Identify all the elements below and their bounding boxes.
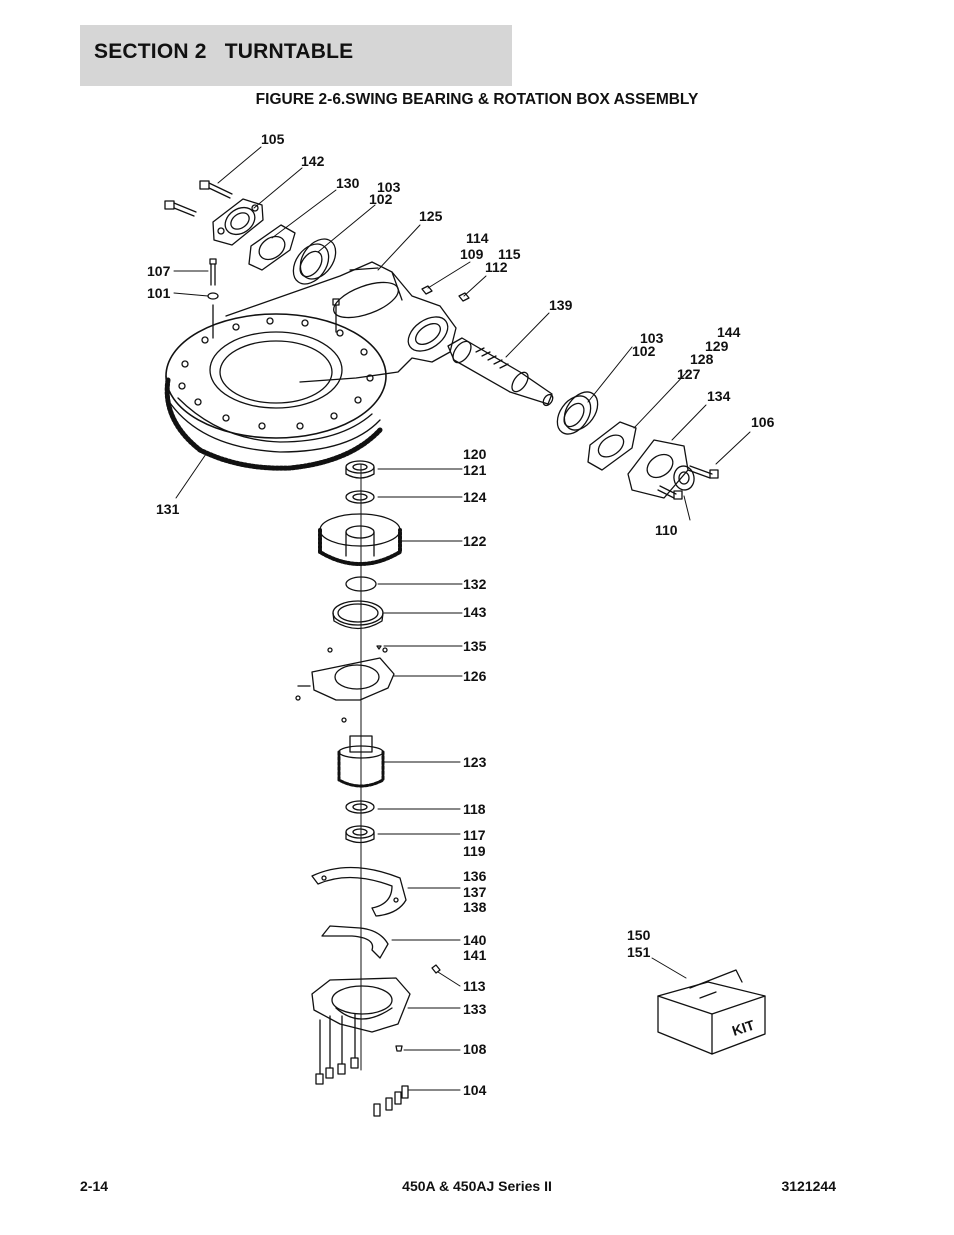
bolt-shaft-center — [332, 298, 340, 333]
callout-144: 144 — [717, 324, 741, 340]
callout-134: 134 — [707, 388, 731, 404]
fittings-109-112 — [421, 285, 470, 302]
footer-page-number: 2-14 — [80, 1178, 109, 1194]
section-banner: SECTION 2 TURNTABLE — [80, 25, 512, 86]
callout-137: 137 — [463, 884, 487, 900]
housing-133 — [311, 964, 441, 1052]
callout-125: 125 — [419, 208, 443, 224]
callout-106: 106 — [751, 414, 775, 430]
callout-142: 142 — [301, 153, 325, 169]
callout-132: 132 — [463, 576, 487, 592]
pinion-shaft-139 — [447, 337, 554, 407]
shim-140-141 — [321, 925, 389, 959]
callout-107: 107 — [147, 263, 171, 279]
bolt-left — [164, 200, 197, 217]
callout-117: 117 — [463, 827, 486, 843]
callout-141: 141 — [463, 947, 487, 963]
flange-142 — [212, 198, 264, 246]
bearing-117-119 — [345, 825, 375, 844]
callout-109: 109 — [460, 246, 484, 262]
callout-102-right: 102 — [632, 343, 656, 359]
callout-104: 104 — [463, 1082, 487, 1098]
callout-138: 138 — [463, 899, 487, 915]
leader-lines — [173, 146, 751, 1091]
bearing-120-121 — [345, 460, 375, 479]
callout-102: 102 — [369, 191, 393, 207]
callout-151: 151 — [627, 944, 651, 960]
callout-115: 115 — [498, 246, 521, 262]
callout-123: 123 — [463, 754, 487, 770]
kit-box-icon — [657, 969, 766, 1055]
callout-135: 135 — [463, 638, 487, 654]
bearing-103-102 — [292, 238, 337, 285]
callout-122: 122 — [463, 533, 487, 549]
rotation-box-125 — [225, 261, 457, 383]
seal-143 — [332, 600, 384, 630]
figure-title: FIGURE 2-6.SWING BEARING & ROTATION BOX … — [255, 91, 699, 108]
callout-139: 139 — [549, 297, 573, 313]
callout-150: 150 — [627, 927, 651, 943]
shim-136-138 — [311, 866, 407, 917]
ring-132 — [345, 576, 377, 592]
fitting-135 — [376, 645, 382, 650]
flange-134 — [627, 439, 695, 499]
callout-136: 136 — [463, 868, 487, 884]
bolt-106 — [657, 465, 719, 500]
footer-model: 450A & 450AJ Series II — [402, 1178, 552, 1194]
bolt-105 — [199, 180, 233, 199]
swing-bearing-131 — [164, 313, 387, 471]
section-title: SECTION 2 TURNTABLE — [94, 40, 354, 63]
spacer-118 — [345, 800, 375, 814]
callout-110: 110 — [655, 522, 678, 538]
callout-131: 131 — [156, 501, 180, 517]
callout-143: 143 — [463, 604, 487, 620]
spacer-124 — [345, 490, 375, 504]
callout-130: 130 — [336, 175, 360, 191]
bearing-103-102-right — [556, 391, 599, 435]
callout-127: 127 — [677, 366, 701, 382]
callout-103: 103 — [377, 179, 401, 195]
callout-124: 124 — [463, 489, 487, 505]
callout-118: 118 — [463, 801, 486, 817]
pinion-123 — [337, 735, 385, 788]
callout-101: 101 — [147, 285, 171, 301]
callout-108: 108 — [463, 1041, 487, 1057]
callout-114: 114 — [466, 230, 489, 246]
callout-128: 128 — [690, 351, 714, 367]
callout-119: 119 — [463, 843, 486, 859]
bolts-104 — [315, 1013, 409, 1117]
gear-122 — [318, 513, 402, 566]
callout-113: 113 — [463, 978, 486, 994]
callout-labels: 105 142 130 103 102 125 114 109 115 112 … — [147, 131, 775, 1098]
gasket-127 — [587, 421, 637, 471]
callout-121: 121 — [463, 462, 487, 478]
callout-133: 133 — [463, 1001, 487, 1017]
callout-112: 112 — [485, 259, 508, 275]
callout-103-right: 103 — [640, 330, 664, 346]
gasket-130 — [248, 224, 296, 271]
callout-120: 120 — [463, 446, 487, 462]
callout-140: 140 — [463, 932, 487, 948]
bolt-107 — [207, 258, 219, 339]
footer-doc-number: 3121244 — [781, 1178, 836, 1194]
callout-126: 126 — [463, 668, 487, 684]
plate-126 — [295, 647, 395, 723]
kit-label: KIT — [730, 1017, 757, 1039]
callout-105: 105 — [261, 131, 285, 147]
callout-129: 129 — [705, 338, 729, 354]
